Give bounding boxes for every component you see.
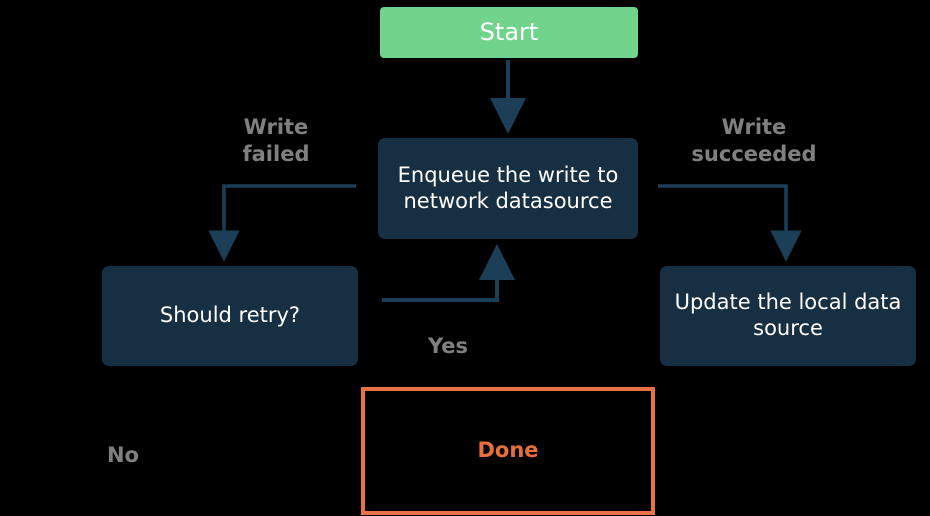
edge-label-write-succeeded: Write succeeded: [691, 115, 817, 167]
node-should-retry-label: Should retry?: [159, 303, 301, 328]
edge-enqueue-to-should-retry: [208, 184, 356, 262]
edge-enqueue-to-update-local: [658, 184, 802, 262]
node-start-label: Start: [479, 17, 539, 46]
node-done-label: Done: [477, 438, 539, 463]
node-should-retry[interactable]: Should retry?: [102, 266, 358, 366]
node-enqueue-write[interactable]: Enqueue the write to network datasource: [378, 138, 638, 239]
node-update-local-label: Update the local data source: [674, 290, 902, 340]
node-update-local-data-source[interactable]: Update the local data source: [660, 266, 916, 366]
edge-label-no: No: [106, 443, 139, 467]
node-start[interactable]: Start: [380, 7, 638, 58]
node-done[interactable]: Done: [361, 387, 655, 515]
edge-label-yes: Yes: [427, 334, 469, 358]
node-enqueue-label: Enqueue the write to network datasource: [397, 162, 619, 213]
edge-label-write-failed: Write failed: [242, 115, 310, 167]
edge-should-retry-to-enqueue: [382, 244, 515, 302]
